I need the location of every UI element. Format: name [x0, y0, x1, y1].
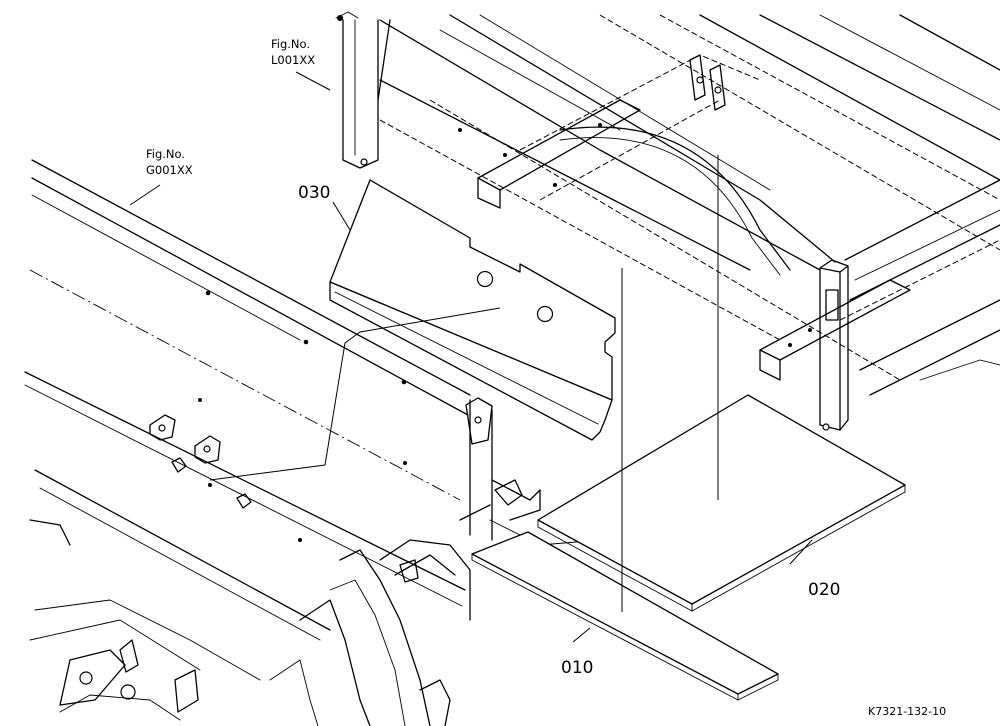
- fig-ref-g001-number: G001XX: [146, 163, 193, 177]
- part-030-label: 030: [298, 183, 330, 203]
- assembly-guide-lines: [209, 155, 719, 612]
- leader-lines: [129, 71, 813, 643]
- cargo-bed: [379, 14, 1000, 431]
- part-010-mat: [471, 531, 779, 701]
- rear-post-assembly: [269, 397, 601, 726]
- chassis-rails: [24, 159, 471, 721]
- figure-code: K7321-132-10: [868, 705, 946, 718]
- part-020-label: 020: [808, 580, 840, 600]
- part-020-mat: [537, 394, 906, 612]
- part-010-label: 010: [561, 658, 593, 678]
- fig-ref-g001-label: Fig.No.: [146, 147, 185, 161]
- part-030-plate: [329, 179, 616, 441]
- fig-ref-l001-number: L001XX: [271, 53, 315, 67]
- fig-ref-l001-label: Fig.No.: [271, 37, 310, 51]
- rear-wall-frame: [335, 11, 391, 169]
